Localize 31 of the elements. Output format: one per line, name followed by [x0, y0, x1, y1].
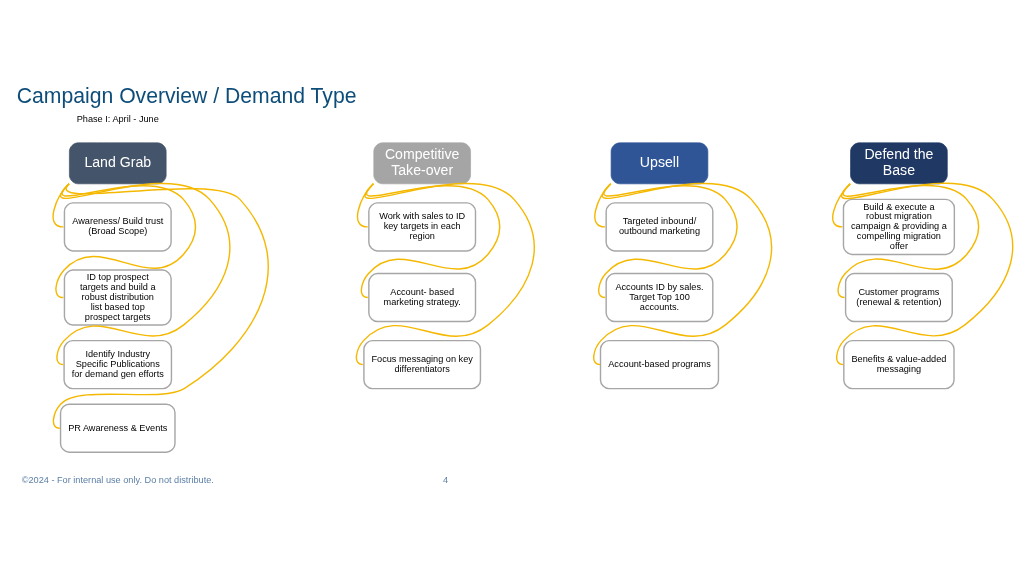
node-box: Upsell [610, 142, 708, 184]
connector [52, 182, 269, 429]
node-box: PR Awareness & Events [59, 402, 176, 453]
node-box: Account- based marketing strategy. [367, 272, 476, 322]
node-box: Land Grab [68, 142, 166, 184]
node-box: ID top prospect targets and build a robust distribution list based top prospect targets [63, 268, 172, 326]
node-box: Targeted inbound/ outbound marketing [604, 201, 713, 252]
node-box: Defend the Base [849, 142, 948, 184]
connector [55, 182, 230, 365]
node-box: Awareness/ Build trust (Broad Scope) [63, 201, 172, 252]
node-box: Competitive Take-over [372, 142, 471, 184]
connector [835, 182, 1013, 365]
node-box: Build & execute a robust migration campaign & providing a compelling migration offer [842, 198, 955, 255]
connector [592, 182, 772, 365]
label: ©2024 - For internal use only. Do not distribute. [21, 474, 214, 485]
connector [54, 182, 196, 298]
node-box: Account-based programs [599, 339, 719, 389]
connector [355, 182, 535, 365]
connector [597, 182, 738, 298]
node-box: Identify Industry Specific Publications for demand gen efforts [62, 339, 172, 389]
label: 4 [442, 474, 448, 485]
node-box: Accounts ID by sales. Target Top 100 accounts. [604, 272, 713, 322]
diagram-title: Campaign Overview / Demand Type [16, 83, 356, 107]
connector [360, 182, 501, 298]
node-box: Customer programs (renewal & retention) [844, 272, 953, 322]
node-box: Focus messaging on key differentiators [362, 339, 481, 389]
connector [836, 182, 979, 298]
node-label: Phase I: April - June [76, 113, 159, 124]
node-box: Benefits & value-added messaging [842, 339, 955, 389]
node-box: Work with sales to ID key targets in each region [367, 201, 476, 252]
connector [831, 182, 851, 228]
